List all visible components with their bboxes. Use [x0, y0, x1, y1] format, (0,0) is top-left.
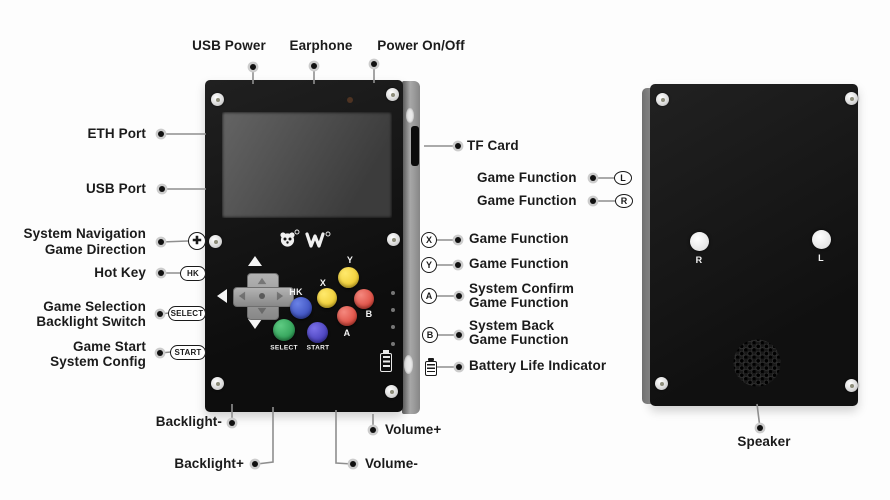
r-badge: R [615, 194, 633, 208]
hk-button [290, 297, 312, 319]
label-line: Game Function [469, 295, 569, 310]
dpad-badge-icon: ✚ [188, 232, 206, 250]
label-hot-key: Hot Key [94, 265, 146, 280]
label-tf-card: TF Card [467, 138, 519, 153]
dpad-down-arrow-icon [248, 319, 262, 329]
dpad-right-mark [276, 291, 284, 301]
label-line: System Confirm [469, 281, 574, 296]
label-backlight-minus: Backlight- [155, 414, 222, 429]
start-badge: START [170, 345, 206, 360]
l-shoulder-label: L [818, 253, 824, 263]
screw [656, 93, 669, 106]
label-volume-plus: Volume+ [385, 422, 442, 437]
select-button [273, 319, 295, 341]
start-button [307, 322, 328, 343]
a-button [337, 306, 357, 326]
a-badge: A [421, 288, 437, 304]
side-switch [406, 108, 414, 123]
label-line: System Navigation [23, 226, 146, 241]
label-line: System Back [469, 318, 555, 333]
x-button-label: X [319, 278, 327, 288]
label-game-start: Game Start System Config [0, 339, 146, 369]
screw [385, 385, 398, 398]
speaker-grille [733, 339, 781, 387]
screw [386, 88, 399, 101]
dpad-center [259, 293, 265, 299]
a-button-label: A [343, 328, 351, 338]
start-button-label: START [306, 344, 330, 352]
side-slot [404, 355, 413, 374]
r-shoulder-button [690, 232, 709, 251]
select-button-label: SELECT [270, 344, 298, 352]
battery-led [391, 342, 395, 346]
line-speaker [756, 403, 761, 429]
hk-badge: HK [180, 266, 206, 281]
x-button [317, 288, 337, 308]
front-device-side-edge [402, 81, 420, 414]
screw [211, 93, 224, 106]
label-usb-port: USB Port [85, 181, 146, 196]
label-eth-port: ETH Port [87, 126, 146, 141]
front-device: HK SELECT START Y X B A [205, 80, 403, 412]
label-usb-power: USB Power [192, 38, 266, 53]
x-badge: X [421, 232, 437, 248]
dpad-down-mark [257, 307, 267, 315]
y-button [338, 267, 359, 288]
label-system-navigation: System Navigation Game Direction [0, 226, 146, 258]
select-badge: SELECT [168, 306, 206, 321]
label-system-back: System Back Game Function [469, 319, 569, 347]
lcd-screen [222, 112, 392, 218]
back-device: R L [650, 84, 858, 406]
label-line: Backlight Switch [36, 314, 146, 329]
label-line: Game Start [72, 339, 146, 354]
label-game-function-r: Game Function [477, 193, 577, 208]
label-line: Game Direction [44, 242, 146, 257]
screw [209, 235, 222, 248]
label-power-on-off: Power On/Off [377, 38, 465, 53]
label-backlight-plus: Backlight+ [174, 456, 244, 471]
dpad-up-arrow-icon [248, 256, 262, 266]
b-badge: B [422, 327, 438, 343]
hk-button-label: HK [289, 287, 303, 297]
line-system-navigation [160, 240, 189, 243]
line-volume-minus [335, 410, 353, 465]
dpad-left-mark [238, 291, 246, 301]
screw [845, 92, 858, 105]
battery-led [391, 291, 395, 295]
l-badge: L [614, 171, 632, 185]
screw [845, 379, 858, 392]
l-shoulder-button [812, 230, 831, 249]
label-system-confirm: System Confirm Game Function [469, 282, 574, 310]
label-line: System Config [50, 354, 146, 369]
battery-icon [380, 350, 392, 372]
label-game-selection: Game Selection Backlight Switch [0, 299, 146, 329]
label-game-function-y: Game Function [469, 256, 569, 271]
screw [655, 377, 668, 390]
r-shoulder-label: R [695, 255, 703, 265]
tf-card-slot [411, 126, 419, 166]
label-battery-life: Battery Life Indicator [469, 358, 607, 373]
b-button [354, 289, 374, 309]
battery-badge-icon [425, 358, 437, 376]
dpad-left-arrow-icon [217, 289, 227, 303]
battery-led [391, 308, 395, 312]
label-line: Game Function [469, 332, 569, 347]
y-badge: Y [421, 257, 437, 273]
label-game-function-x: Game Function [469, 231, 569, 246]
battery-led [391, 325, 395, 329]
label-speaker: Speaker [737, 434, 791, 449]
b-button-label: B [365, 309, 373, 319]
label-earphone: Earphone [289, 38, 353, 53]
dpad-up-mark [257, 277, 267, 285]
label-volume-minus: Volume- [365, 456, 418, 471]
screw [387, 233, 400, 246]
line-backlight-plus [256, 407, 274, 465]
label-line: Game Selection [43, 299, 146, 314]
power-led [347, 97, 353, 103]
label-game-function-l: Game Function [477, 170, 577, 185]
y-button-label: Y [346, 255, 354, 265]
waveshare-logo [280, 229, 331, 248]
screw [211, 377, 224, 390]
